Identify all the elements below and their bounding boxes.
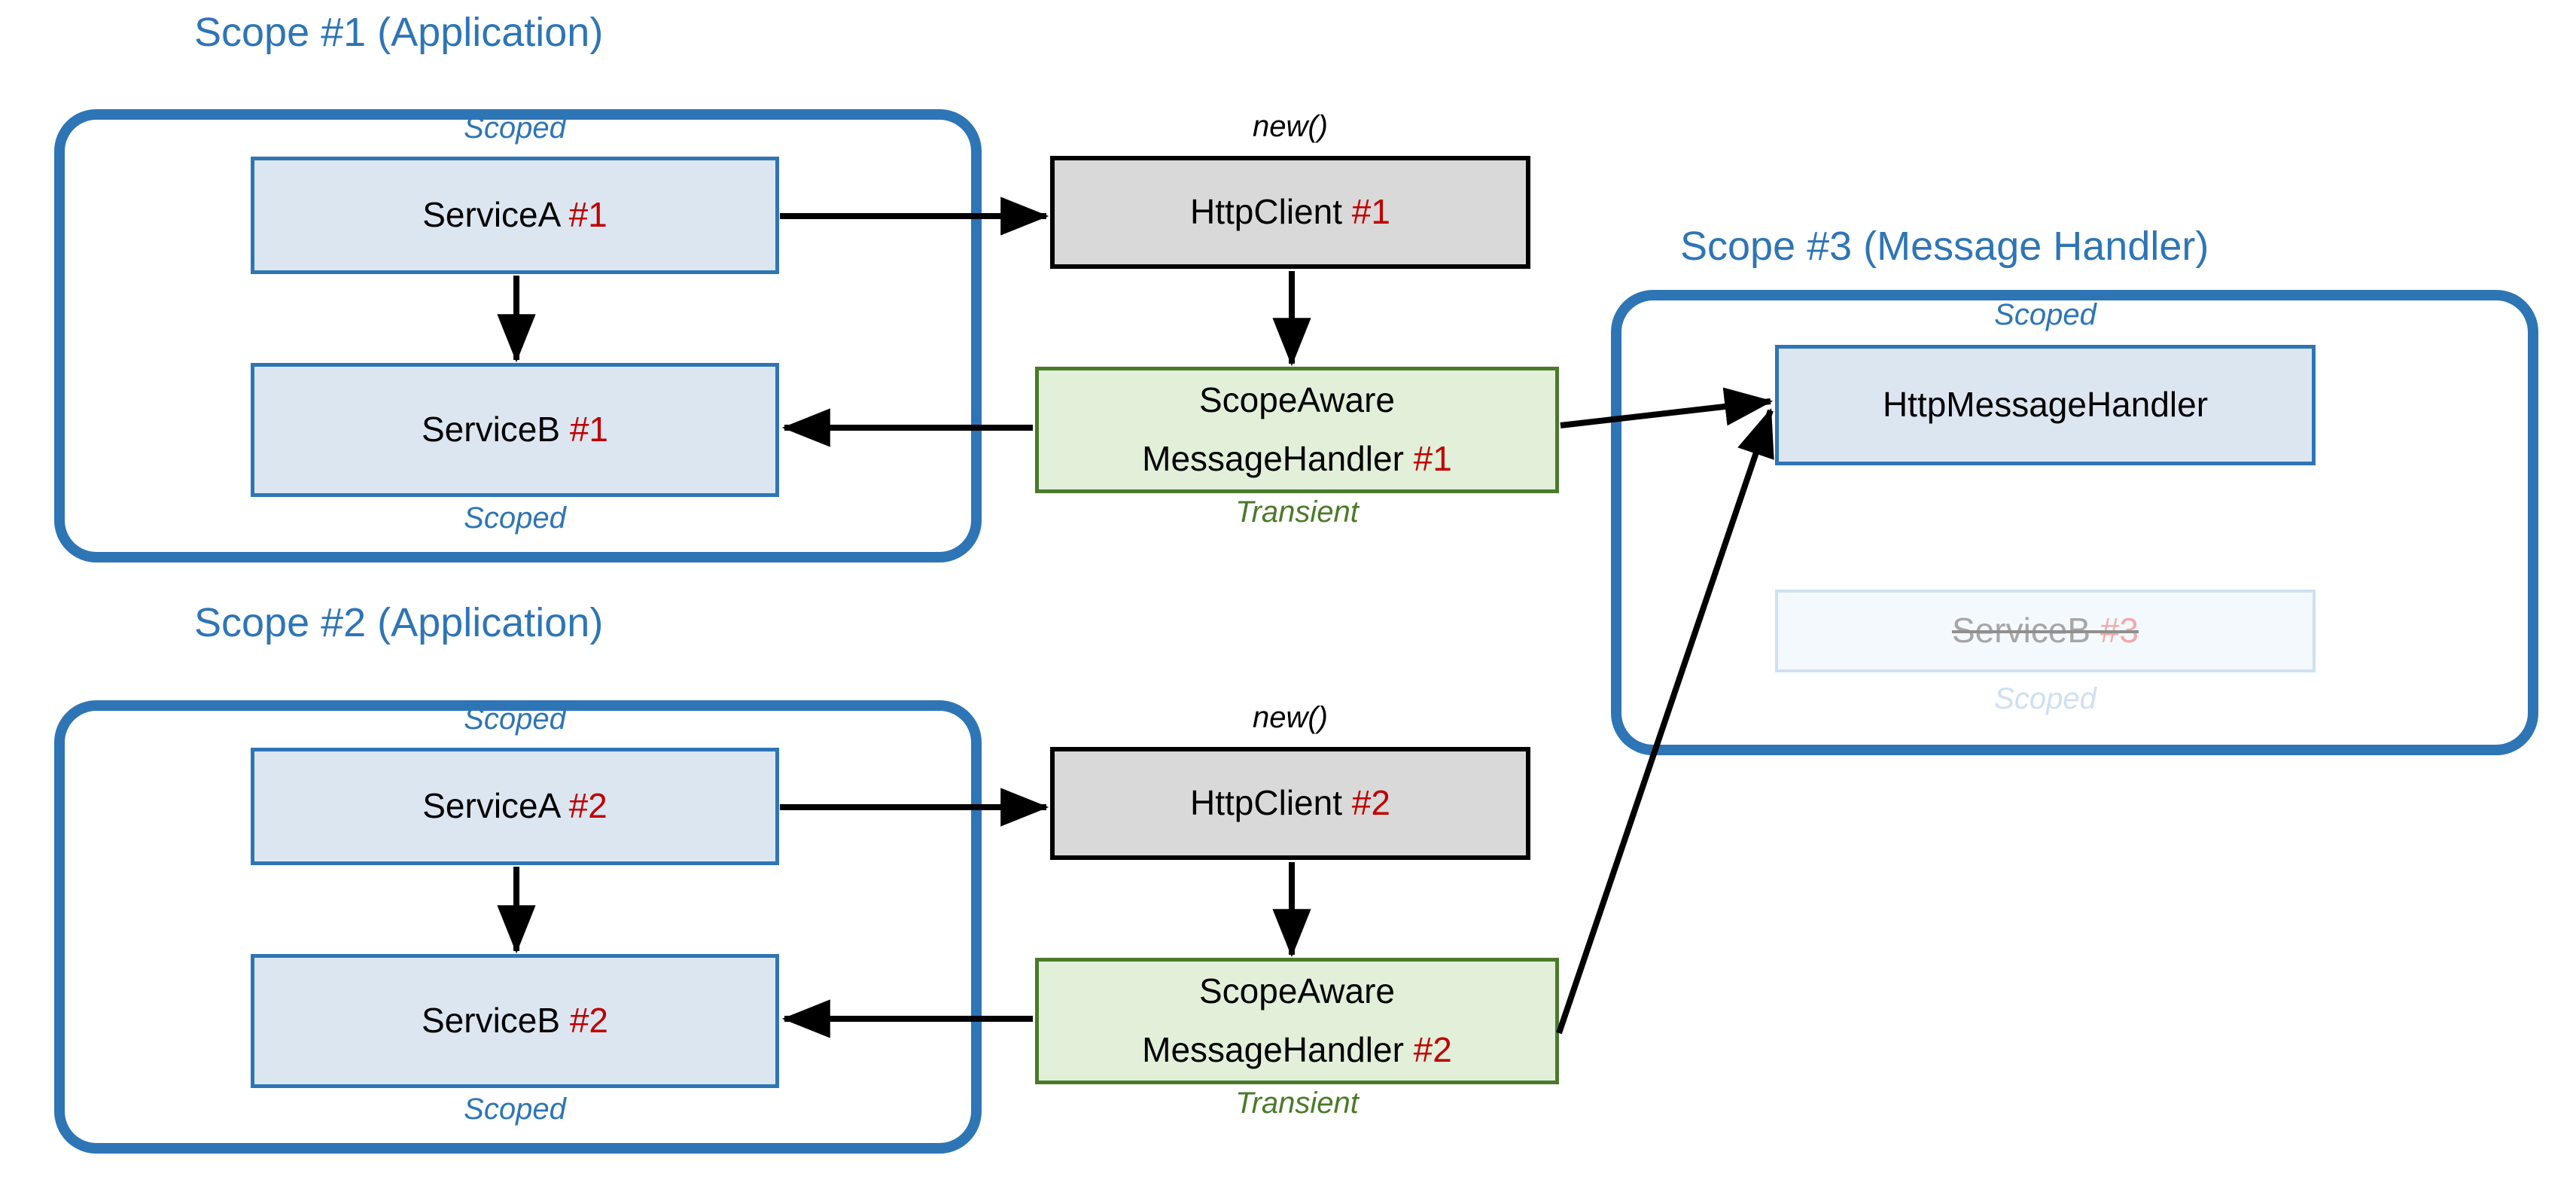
service-a-1-lifetime-caption: Scoped	[464, 111, 566, 145]
http-message-handler-box[interactable]: HttpMessageHandler	[1775, 345, 2316, 465]
scope-1-container	[54, 109, 982, 562]
handler-1-lifetime-caption: Transient	[1235, 495, 1359, 529]
http-client-1-label: HttpClient	[1190, 192, 1342, 232]
http-client-2-instance: #2	[1351, 783, 1390, 823]
service-b-2-label: ServiceB	[421, 1001, 561, 1041]
service-a-1-label: ServiceA	[422, 195, 559, 235]
http-client-1-box[interactable]: HttpClient #1	[1050, 156, 1530, 269]
scope-aware-message-handler-1-box[interactable]: ScopeAware MessageHandler #1	[1035, 367, 1559, 493]
service-a-2-label: ServiceA	[422, 786, 559, 826]
http-client-2-box[interactable]: HttpClient #2	[1050, 747, 1530, 860]
http-message-handler-lifetime-caption: Scoped	[1994, 298, 2096, 331]
http-client-2-creation-caption: new()	[1252, 701, 1329, 734]
scope-2-container	[54, 700, 982, 1154]
service-a-1-instance: #1	[568, 195, 607, 235]
handler-1-instance: #1	[1413, 439, 1452, 478]
http-message-handler-label: HttpMessageHandler	[1882, 385, 2209, 425]
scope-2-title: Scope #2 (Application)	[194, 600, 604, 645]
scope-3-title: Scope #3 (Message Handler)	[1680, 224, 2209, 269]
service-a-2-box[interactable]: ServiceA #2	[251, 748, 779, 865]
handler-2-line1: ScopeAware	[1199, 971, 1395, 1011]
service-b-2-lifetime-caption: Scoped	[464, 1093, 566, 1126]
handler-2-lifetime-caption: Transient	[1235, 1087, 1359, 1120]
service-b-3-instance: #3	[2090, 611, 2139, 651]
service-b-1-lifetime-caption: Scoped	[464, 501, 566, 535]
service-b-3-ghost-box: ServiceB #3	[1775, 590, 2316, 672]
handler-1-line1: ScopeAware	[1199, 380, 1395, 420]
service-b-3-lifetime-caption: Scoped	[1994, 682, 2096, 715]
http-client-1-creation-caption: new()	[1252, 110, 1329, 143]
handler-1-line2: MessageHandler	[1142, 439, 1404, 478]
service-b-1-label: ServiceB	[421, 410, 561, 450]
service-b-1-instance: #1	[569, 410, 609, 450]
http-client-1-instance: #1	[1351, 192, 1390, 232]
service-a-2-lifetime-caption: Scoped	[464, 703, 566, 736]
service-b-3-label: ServiceB	[1951, 611, 2091, 651]
http-client-2-label: HttpClient	[1190, 783, 1342, 823]
handler-2-instance: #2	[1413, 1030, 1452, 1069]
scope-1-title: Scope #1 (Application)	[194, 10, 604, 55]
service-a-1-box[interactable]: ServiceA #1	[251, 157, 779, 274]
service-b-2-instance: #2	[569, 1001, 609, 1041]
handler-2-line2: MessageHandler	[1142, 1030, 1404, 1069]
service-a-2-instance: #2	[568, 786, 607, 826]
scope-aware-message-handler-2-box[interactable]: ScopeAware MessageHandler #2	[1035, 958, 1559, 1084]
scope-3-container	[1611, 290, 2538, 755]
service-b-2-box[interactable]: ServiceB #2	[251, 954, 779, 1088]
service-b-1-box[interactable]: ServiceB #1	[251, 363, 779, 497]
